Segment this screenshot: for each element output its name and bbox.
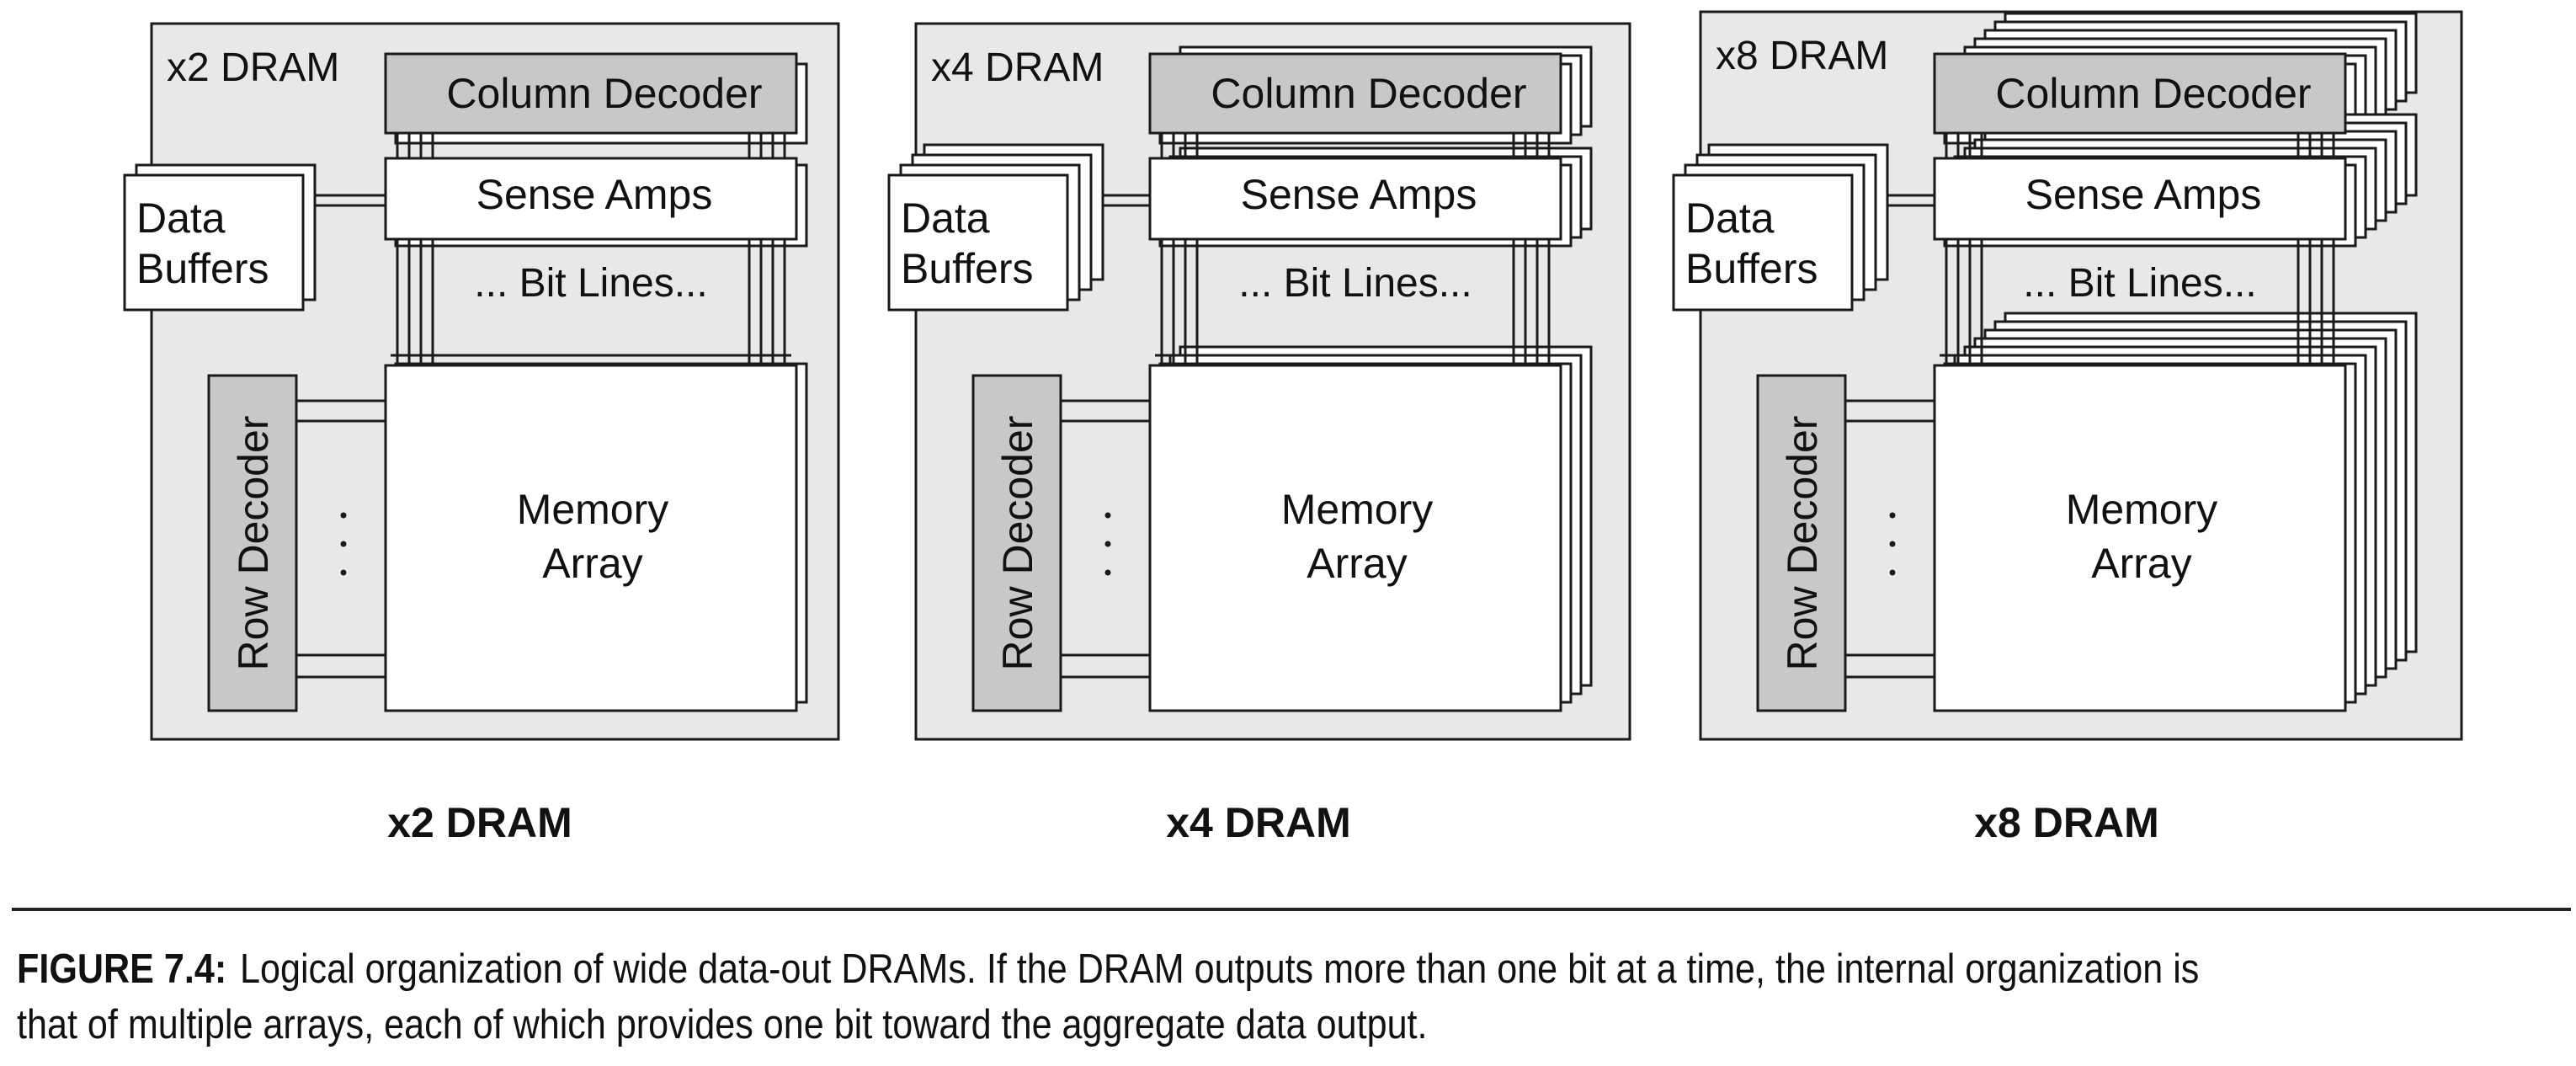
bit-lines-label: ... Bit Lines... <box>474 261 707 306</box>
row-decoder-label: Row Decoder <box>1779 416 1826 671</box>
dram-x4-panel-label: x4 DRAM <box>931 45 1104 90</box>
data-buffers-label: Data <box>901 195 990 242</box>
data-buffers-label: Buffers <box>1685 245 1818 292</box>
word-line-ellipsis-dot <box>1889 512 1896 519</box>
data-buffers-label: Data <box>136 195 226 242</box>
row-decoder-label: Row Decoder <box>230 416 277 671</box>
word-line-ellipsis-dot <box>1104 541 1111 547</box>
figure-caption: FIGURE 7.4:Logical organization of wide … <box>17 941 2254 1053</box>
row-decoder <box>207 374 298 712</box>
data-buffers <box>887 173 1069 312</box>
data-buffers <box>123 173 305 312</box>
bit-lines-label: ... Bit Lines... <box>2023 261 2256 306</box>
bit-lines-label: ... Bit Lines... <box>1238 261 1472 306</box>
word-line-ellipsis-dot <box>1104 569 1111 576</box>
column-decoder <box>1148 52 1562 135</box>
word-line-ellipsis-dot <box>340 541 347 547</box>
column-decoder-label: Column Decoder <box>1995 70 2311 117</box>
memory-array-label: Array <box>2091 540 2191 587</box>
dram-x8-caption-label: x8 DRAM <box>1974 799 2158 846</box>
memory-array-label: Memory <box>2066 486 2218 533</box>
sense-amps <box>1933 157 2347 241</box>
column-decoder <box>1933 52 2347 135</box>
row-decoder <box>971 374 1062 712</box>
sense-amps-label: Sense Amps <box>476 171 713 218</box>
sense-amps-label: Sense Amps <box>2025 171 2262 218</box>
row-decoder <box>1756 374 1847 712</box>
word-line-ellipsis-dot <box>340 569 347 576</box>
memory-array <box>384 364 798 712</box>
word-line-ellipsis-dot <box>1889 569 1896 576</box>
dram-x8-panel-label: x8 DRAM <box>1716 34 1888 78</box>
word-line-ellipsis-dot <box>1889 541 1896 547</box>
memory-array-label: Array <box>542 540 642 587</box>
memory-array-label: Array <box>1307 540 1407 587</box>
dram-x2-caption-label: x2 DRAM <box>387 799 572 846</box>
sense-amps <box>1148 157 1562 241</box>
memory-array <box>1933 364 2347 712</box>
column-decoder-label: Column Decoder <box>1211 70 1526 117</box>
memory-array-label: Memory <box>1281 486 1434 533</box>
data-buffers <box>1672 173 1854 312</box>
figure-label: FIGURE 7.4: <box>17 946 227 992</box>
column-decoder <box>384 52 798 135</box>
word-line-ellipsis-dot <box>1104 512 1111 519</box>
caption-divider <box>12 908 2571 911</box>
sense-amps <box>384 157 798 241</box>
caption-text: Logical organization of wide data-out DR… <box>17 946 2200 1047</box>
row-decoder-label: Row Decoder <box>994 416 1041 671</box>
dram-x2-panel-label: x2 DRAM <box>167 45 339 90</box>
memory-array <box>1148 364 1562 712</box>
memory-array-label: Memory <box>517 486 669 533</box>
column-decoder-label: Column Decoder <box>446 70 762 117</box>
sense-amps-label: Sense Amps <box>1241 171 1477 218</box>
data-buffers-label: Data <box>1685 195 1775 242</box>
data-buffers-label: Buffers <box>901 245 1034 292</box>
data-buffers-label: Buffers <box>136 245 269 292</box>
word-line-ellipsis-dot <box>340 512 347 519</box>
dram-x4-caption-label: x4 DRAM <box>1166 799 1350 846</box>
